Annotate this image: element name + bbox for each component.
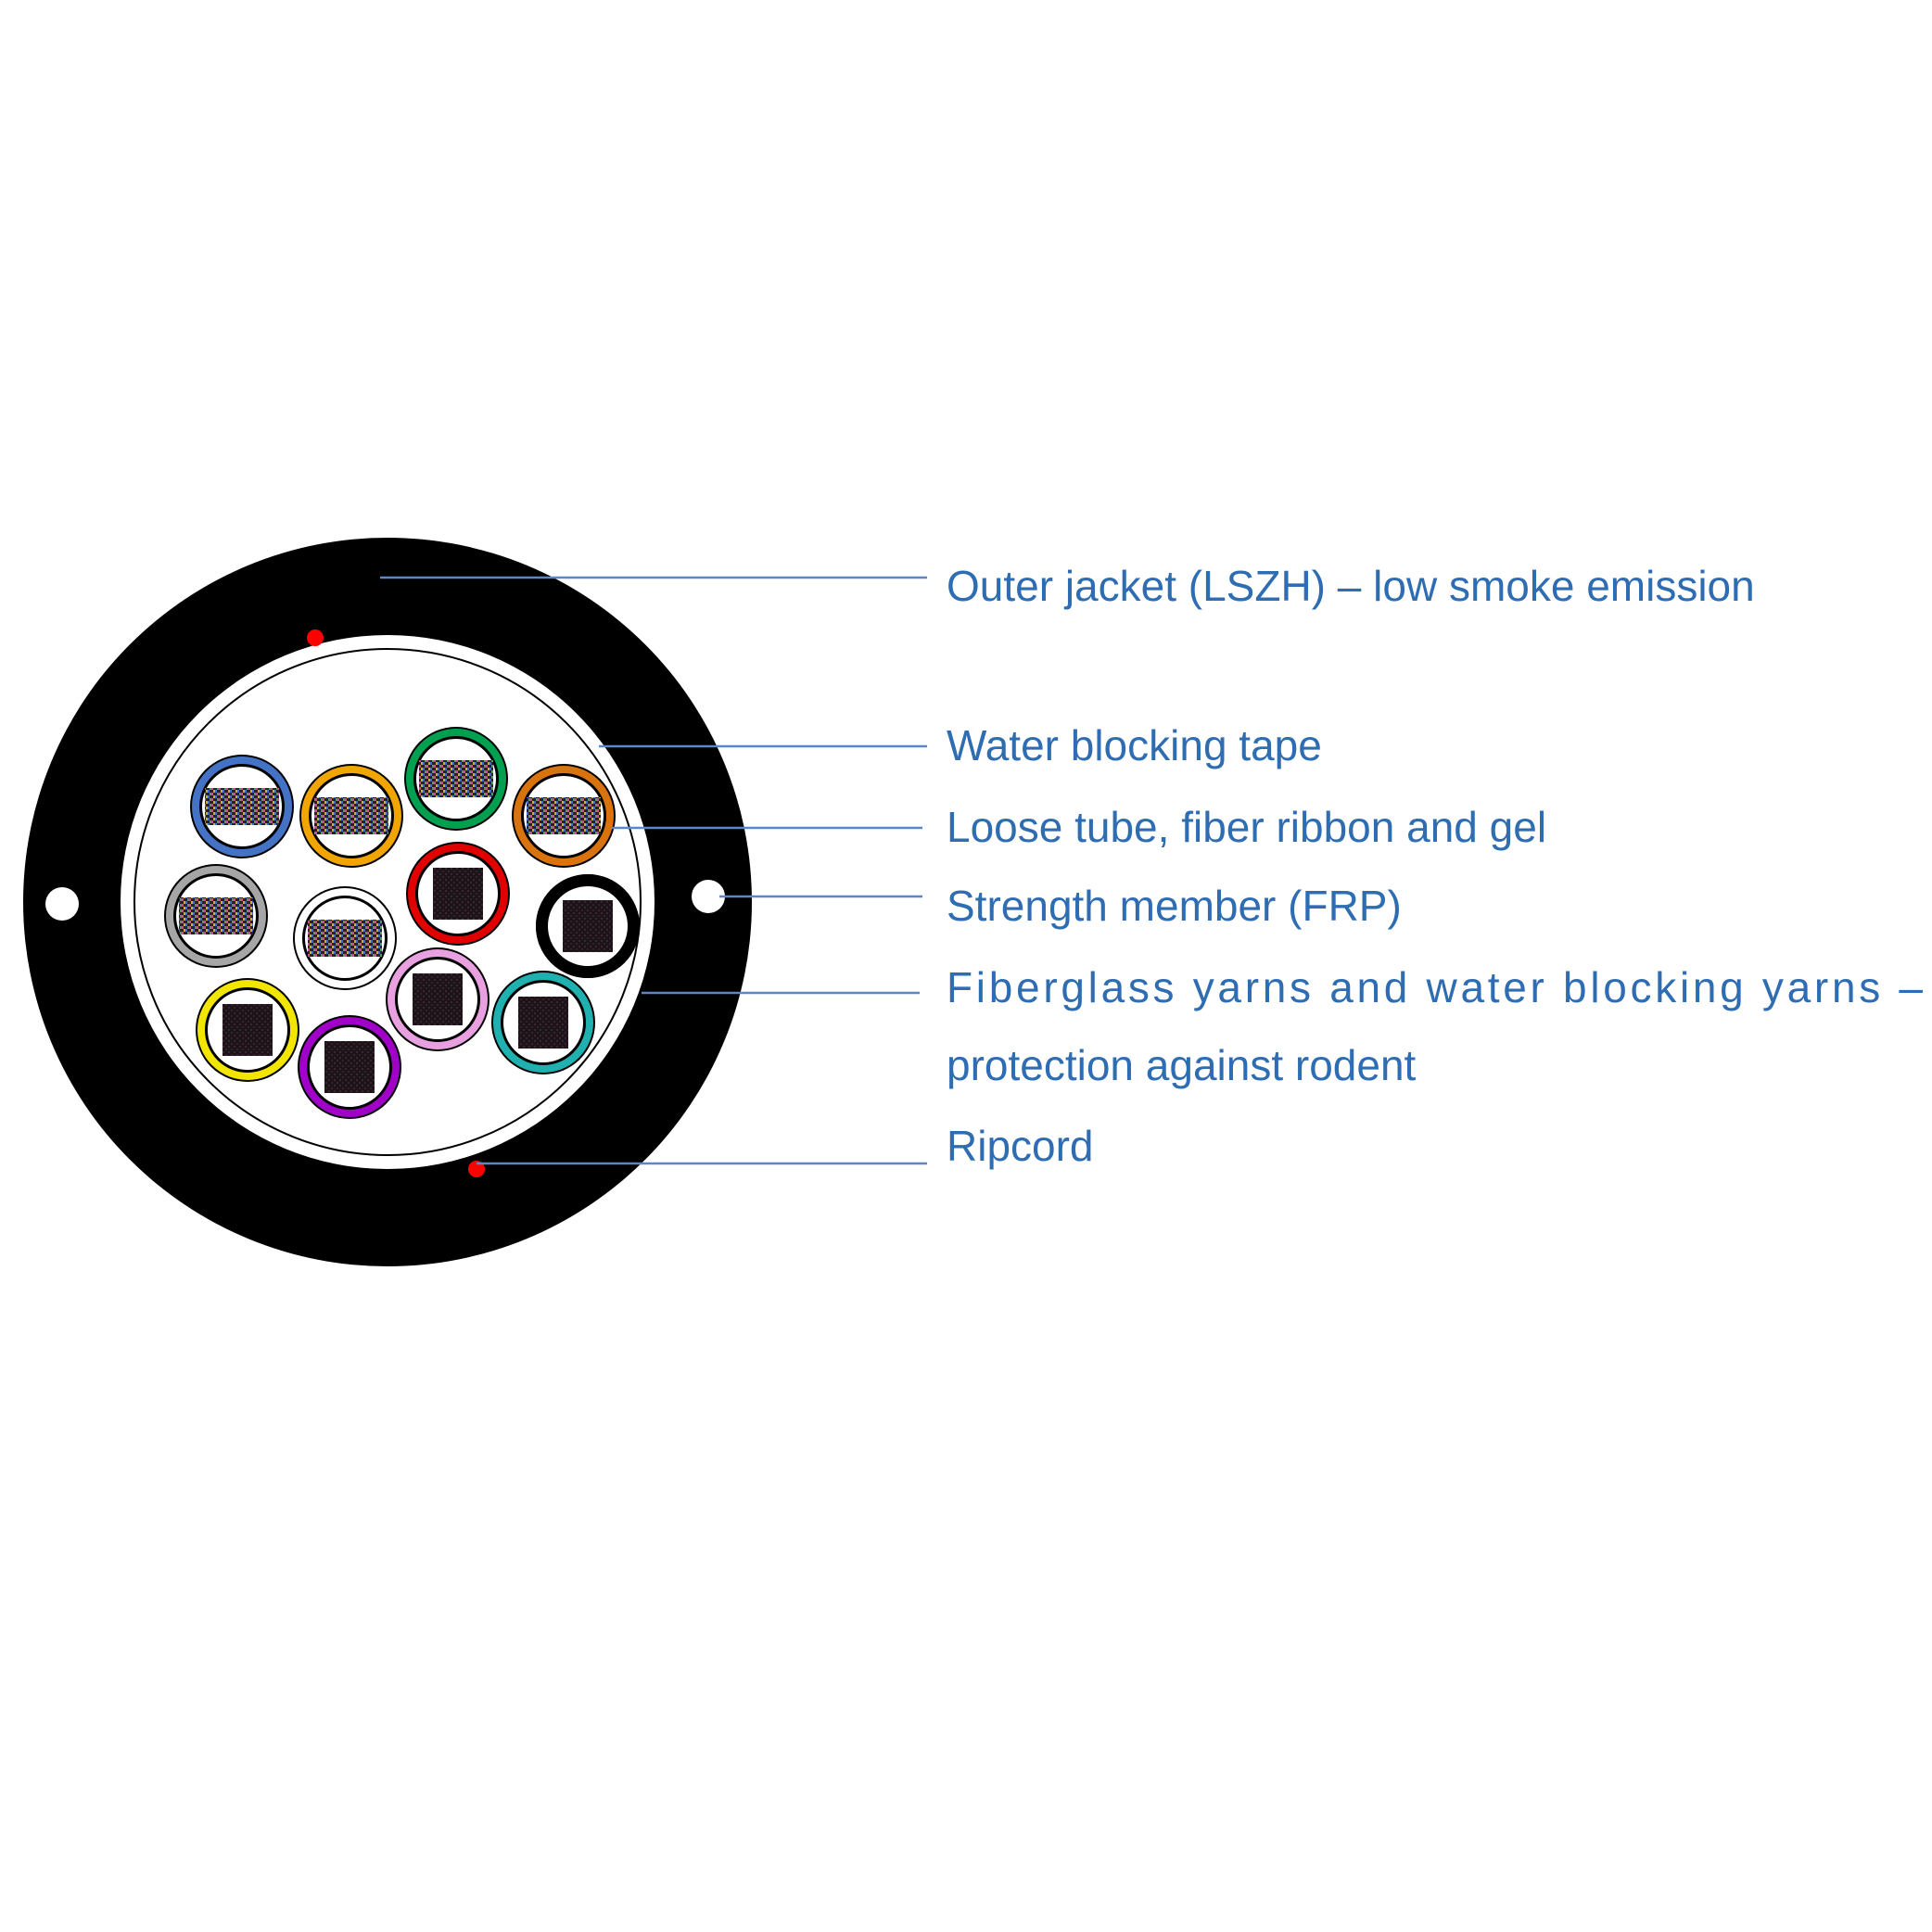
loose-tube (196, 978, 299, 1082)
strength-member-right (692, 880, 725, 913)
strength-member-left (45, 887, 79, 921)
fiber-ribbon (527, 797, 601, 834)
fiber-ribbon (205, 788, 279, 825)
loose-tube (298, 1015, 401, 1119)
loose-tube (190, 755, 294, 858)
label-fiberglass-line2: protection against rodent (947, 1041, 1417, 1089)
loose-tube (536, 874, 640, 978)
tube-color-ring (406, 729, 506, 829)
label-loose-tube: Loose tube, fiber ribbon and gel (947, 803, 1546, 851)
loose-tube (164, 864, 268, 968)
tube-color-ring (299, 1017, 400, 1117)
label-ripcord: Ripcord (947, 1122, 1094, 1170)
fiber-ribbon (563, 900, 613, 952)
tube-color-ring (388, 949, 488, 1049)
loose-tube (512, 764, 616, 868)
tube-color-ring (514, 766, 614, 866)
ripcord-top (307, 629, 324, 646)
tube-color-ring (166, 866, 266, 966)
label-water-blocking-tape: Water blocking tape (947, 721, 1322, 769)
loose-tube (386, 947, 489, 1051)
tube-color-ring (301, 766, 401, 866)
label-strength-member: Strength member (FRP) (947, 882, 1402, 930)
loose-tube (491, 971, 595, 1074)
fiber-ribbon (419, 760, 493, 797)
fiber-ribbon (433, 868, 483, 920)
loose-tube (299, 764, 403, 868)
fiber-ribbon (413, 973, 463, 1025)
label-outer-jacket: Outer jacket (LSZH) – low smoke emission (947, 562, 1755, 610)
tube-color-ring (192, 756, 292, 857)
loose-tube (404, 727, 508, 831)
ripcord-bottom (468, 1161, 485, 1177)
loose-tube (406, 842, 510, 946)
tube-color-ring (408, 844, 508, 944)
loose-tubes (164, 727, 640, 1119)
fiber-ribbon (324, 1041, 375, 1093)
fiber-ribbon (222, 1004, 273, 1056)
label-fiberglass-line1: Fiberglass yarns and water blocking yarn… (947, 963, 1923, 1011)
loose-tube (293, 886, 397, 990)
fiber-ribbon (308, 920, 382, 957)
tube-color-ring (536, 874, 640, 978)
fiber-ribbon (518, 997, 568, 1049)
tube-color-ring (295, 888, 395, 988)
tube-color-ring (197, 980, 298, 1080)
fiber-ribbon (179, 897, 253, 934)
fiber-ribbon (314, 797, 388, 834)
tube-color-ring (493, 972, 593, 1073)
